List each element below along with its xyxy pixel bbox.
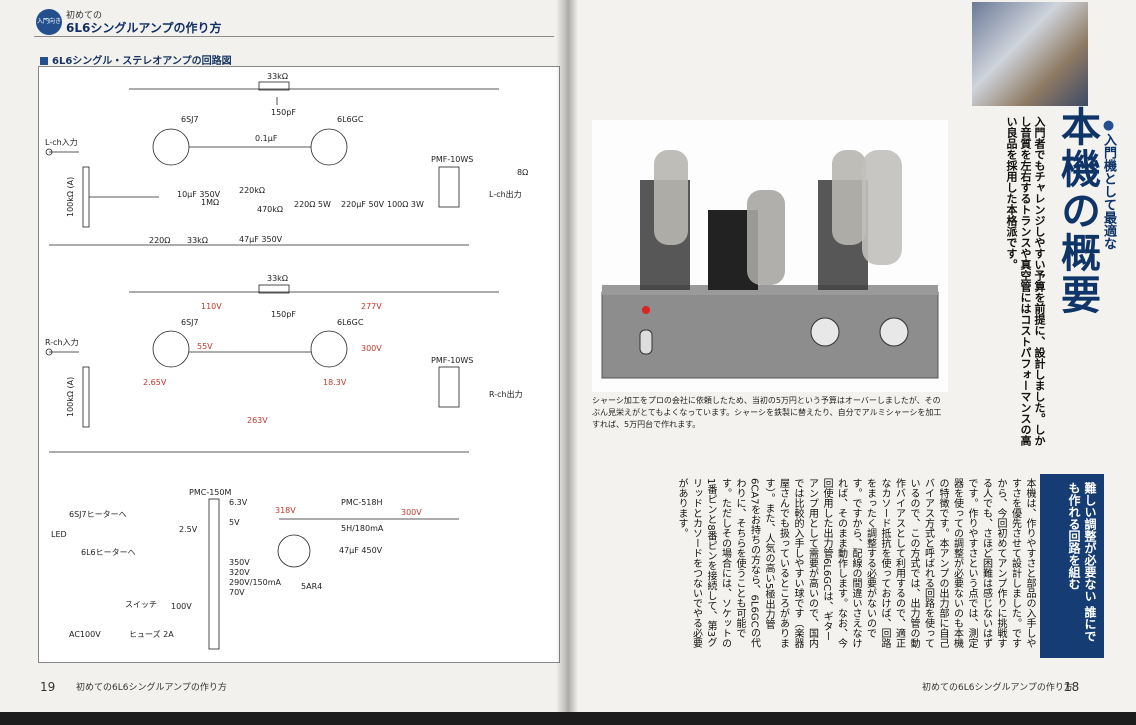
- v110-label: 110V: [201, 302, 222, 311]
- rch-block: 33kΩ 150pF 110V 277V R-ch入力 100kΩ (A) 6S…: [45, 274, 523, 453]
- choke-label: PMC-518H: [341, 498, 382, 507]
- right-footer: 初めての6L6シングルアンプの作り方: [922, 683, 1073, 693]
- v290-label: 290V/150mA: [229, 578, 282, 587]
- lch-ot-symbol: [438, 166, 460, 208]
- schematic-svg: L-ch入力 100kΩ (A) 6SJ7 6L6GC 33kΩ 150pF 0…: [45, 72, 528, 650]
- left-page-number: 19: [40, 680, 56, 694]
- body-text: 本機は、作りやすさと部品の入手しやすさを優先させて設計しました。ですから、今回初…: [676, 478, 1035, 648]
- section-subheading: 入門機として最適な: [1096, 118, 1118, 250]
- v100-label: 100V: [171, 602, 192, 611]
- r100-3w-label: 100Ω 3W: [387, 200, 424, 209]
- c47-450-label: 47μF 450V: [339, 546, 383, 555]
- tube-closeup-photo: [972, 2, 1088, 106]
- rch-out-label: R-ch出力: [489, 389, 523, 399]
- v25-label: 2.5V: [179, 525, 198, 534]
- lch-8ohm: 8Ω: [517, 168, 528, 177]
- fb-resistor-label: 33kΩ: [267, 72, 288, 81]
- c47-label: 47μF 350V: [239, 235, 283, 244]
- figure-title: 6L6シングル・ステレオアンプの回路図: [40, 52, 232, 67]
- heater2-label: 6L6ヒーターへ: [81, 548, 136, 557]
- v265-label: 2.65V: [143, 378, 167, 387]
- rch-ot-symbol: [438, 366, 460, 408]
- v277-label: 277V: [361, 302, 382, 311]
- pt-symbol: [208, 498, 220, 650]
- tube2b-label: 6L6GC: [337, 318, 364, 327]
- r220-label: 220Ω: [149, 236, 170, 245]
- v300b-label: 300V: [401, 508, 422, 517]
- v300-label: 300V: [361, 344, 382, 353]
- series-badge: 入門向き: [36, 9, 62, 35]
- v350-label: 350V: [229, 558, 250, 567]
- amplifier-illustration: [592, 120, 948, 392]
- sidebar-box: 難しい調整が必要ない 誰にでも作れる回路を組む: [1040, 474, 1104, 658]
- lch-out-label: L-ch出力: [489, 189, 522, 199]
- r1m-label: 1MΩ: [201, 198, 219, 207]
- rch-vol-label: 100kΩ (A): [66, 377, 75, 417]
- c220-label: 220μF 50V: [341, 200, 385, 209]
- circuit-schematic: L-ch入力 100kΩ (A) 6SJ7 6L6GC 33kΩ 150pF 0…: [38, 66, 560, 663]
- tube1b-symbol: [152, 330, 190, 368]
- tube1-label: 6SJ7: [181, 115, 199, 124]
- sidebar-heading: 難しい調整が必要ない 誰にでも作れる回路を組む: [1067, 482, 1097, 643]
- tube2b-symbol: [310, 330, 348, 368]
- choke-spec-label: 5H/180mA: [341, 524, 384, 533]
- right-page: シャーシ加工をプロの会社に依頼したため、当初の5万円という予算はオーバーしました…: [566, 0, 1136, 712]
- switch-label: スイッチ: [125, 600, 157, 609]
- rect-label: 5AR4: [301, 582, 322, 591]
- left-page: 入門向き 初めての 6L6シングルアンプの作り方 6L6シングル・ステレオアンプ…: [0, 0, 567, 712]
- left-footer: 初めての6L6シングルアンプの作り方: [76, 683, 227, 693]
- tube1-symbol: [152, 128, 190, 166]
- coupling-cap-label: 0.1μF: [255, 134, 278, 143]
- header-rule: [34, 36, 554, 37]
- v183-label: 18.3V: [323, 378, 347, 387]
- series-title: 6L6シングルアンプの作り方: [66, 21, 222, 35]
- section-heading: 本機の概要: [1054, 106, 1100, 316]
- v318-label: 318V: [275, 506, 296, 515]
- fuse-label: ヒューズ 2A: [129, 629, 174, 639]
- led-label: LED: [51, 530, 67, 539]
- r33k-label: 33kΩ: [187, 236, 208, 245]
- series-subtitle: 初めての: [66, 11, 103, 21]
- v70-label: 70V: [229, 588, 245, 597]
- lead-paragraph: 入門者でもチャレンジしやすい予算を前提に、設計しました。しかし音質を左右するトラ…: [1005, 116, 1046, 446]
- lch-input-label: L-ch入力: [45, 137, 78, 147]
- c10-label: 10μF 350V: [177, 190, 221, 199]
- rect-tube-symbol: [277, 534, 311, 568]
- rch-input-label: R-ch入力: [45, 337, 79, 347]
- amplifier-photo: [592, 120, 948, 392]
- heater1-label: 6SJ7ヒーターへ: [69, 510, 127, 519]
- tube1b-label: 6SJ7: [181, 318, 199, 327]
- ac-label: AC100V: [69, 630, 101, 639]
- lch-ot-label: PMF-10WS: [431, 155, 473, 164]
- v320-label: 320V: [229, 568, 250, 577]
- r220k-label: 220kΩ: [239, 186, 265, 195]
- r470k-label: 470kΩ: [257, 205, 283, 214]
- tube2-symbol: [310, 128, 348, 166]
- photo-caption: シャーシ加工をプロの会社に依頼したため、当初の5万円という予算はオーバーしました…: [592, 396, 942, 429]
- v263-label: 263V: [247, 416, 268, 425]
- v63-label: 6.3V: [229, 498, 248, 507]
- fb-cap-b-label: 150pF: [271, 310, 296, 319]
- book-gutter: [556, 0, 578, 712]
- lch-vol-label: 100kΩ (A): [66, 177, 75, 217]
- v55-label: 55V: [197, 342, 213, 351]
- tube2-label: 6L6GC: [337, 115, 364, 124]
- r220-5w-label: 220Ω 5W: [294, 200, 331, 209]
- v5-label: 5V: [229, 518, 240, 527]
- power-supply-block: PMC-150M 6SJ7ヒーターへ LED 6L6ヒーターへ スイッチ ヒュー…: [51, 488, 459, 650]
- fb-cap-label: 150pF: [271, 108, 296, 117]
- rch-ot-label: PMF-10WS: [431, 356, 473, 365]
- fb-resistor-b-label: 33kΩ: [267, 274, 288, 283]
- lch-block: L-ch入力 100kΩ (A) 6SJ7 6L6GC 33kΩ 150pF 0…: [45, 72, 528, 246]
- right-page-number: 18: [1064, 680, 1080, 694]
- pt-label: PMC-150M: [189, 488, 231, 497]
